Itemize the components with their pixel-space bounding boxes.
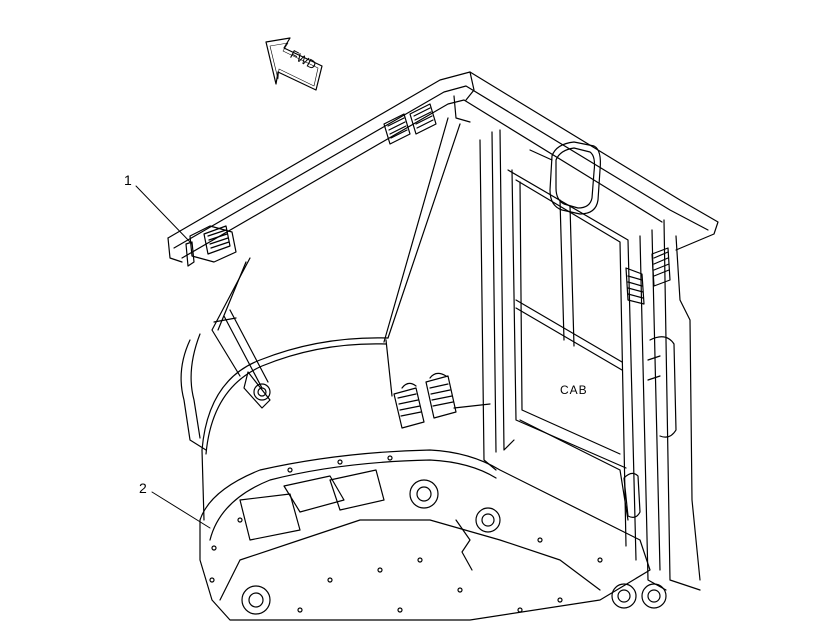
- center-roof-vents: [383, 103, 437, 145]
- callout-1: 1: [124, 172, 132, 188]
- left-roof-vent: [185, 225, 237, 267]
- center-speakers: [393, 372, 457, 429]
- cab-roof-frame: [167, 71, 719, 263]
- cab-rear-frame: [479, 129, 701, 591]
- cab-label: CAB: [560, 383, 588, 397]
- left-front-pillar: [180, 333, 207, 451]
- wiper-assembly: [211, 257, 271, 409]
- callout-leaders: [135, 185, 211, 529]
- right-roof-vents: [625, 247, 671, 305]
- wiring-harness: [201, 117, 491, 521]
- callout-2: 2: [139, 480, 147, 496]
- right-pillar: [647, 336, 677, 438]
- door-handle: [623, 472, 641, 518]
- cab-floor-plate: [199, 449, 667, 621]
- fwd-arrow-icon: [265, 37, 323, 91]
